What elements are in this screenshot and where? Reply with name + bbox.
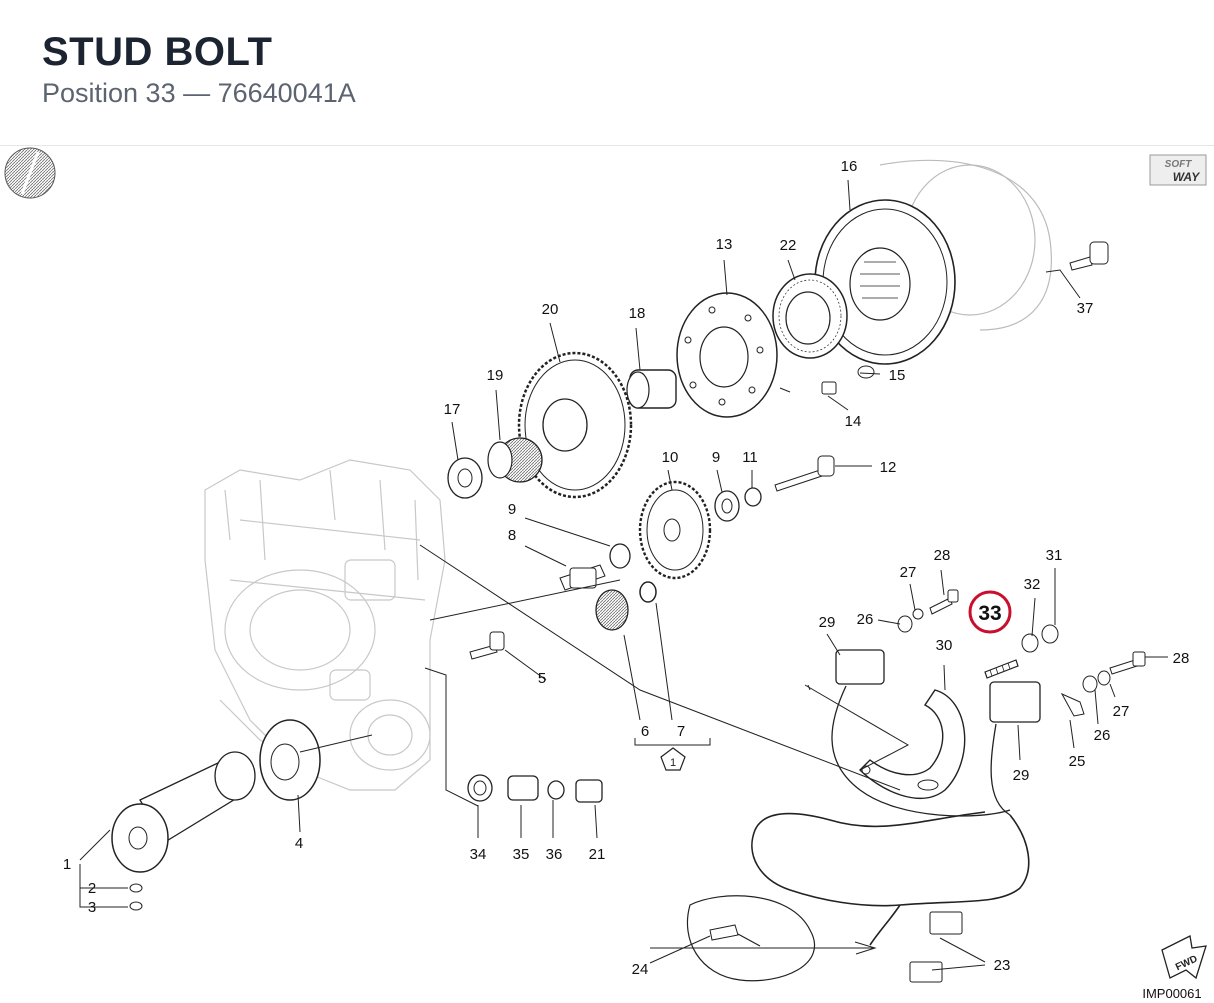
callout-28a: 28 <box>934 547 951 564</box>
callout-3: 3 <box>88 899 96 916</box>
callout-8: 8 <box>508 527 516 544</box>
callout-26b: 26 <box>1094 727 1111 744</box>
callout-27b: 27 <box>1113 703 1130 720</box>
page-header: STUD BOLT Position 33 — 76640041A <box>0 0 1214 146</box>
bolt-37 <box>1069 241 1109 271</box>
drawing-code: IMP00061 <box>1142 986 1201 1001</box>
plug-group <box>467 774 603 803</box>
callout-36: 36 <box>546 846 563 863</box>
leader-lines <box>79 179 1168 971</box>
flywheel <box>814 159 1052 365</box>
callout-30: 30 <box>936 637 953 654</box>
fwd-arrow-icon: FWD <box>1161 935 1207 980</box>
callout-23: 23 <box>994 957 1011 974</box>
callout-18: 18 <box>629 305 646 322</box>
bushing-18 <box>626 369 677 409</box>
callout-11: 11 <box>742 449 758 466</box>
callout-25: 25 <box>1069 753 1086 770</box>
part-subtitle: Position 33 — 76640041A <box>42 78 356 108</box>
callout-labels: 16 13 22 37 20 18 15 19 17 14 10 9 11 12… <box>63 158 1202 1001</box>
needle-bearing-19 <box>487 437 543 483</box>
callout-15: 15 <box>889 367 906 384</box>
callout-5: 5 <box>538 670 546 687</box>
callout-9a: 9 <box>712 449 720 466</box>
starter-clutch-22 <box>772 273 848 359</box>
washer-17 <box>447 457 483 499</box>
callout-6: 6 <box>641 723 649 740</box>
pickup-bracket-30 <box>859 689 966 799</box>
callout-1: 1 <box>63 856 71 873</box>
small-parts-14-15 <box>821 365 875 395</box>
callout-34: 34 <box>470 846 487 863</box>
callout-31: 31 <box>1046 547 1063 564</box>
starter-motor <box>111 719 321 911</box>
assembly-marker-label: 1 <box>670 757 676 769</box>
callout-27a: 27 <box>900 564 917 581</box>
callout-29a: 29 <box>819 614 836 631</box>
softway-logo-line1: SOFT <box>1165 159 1193 170</box>
callout-2: 2 <box>88 880 96 897</box>
pickup-sensors-29 <box>831 649 1041 817</box>
connectors-23-24 <box>686 895 963 983</box>
engine-case-ghost <box>204 459 446 791</box>
flange-plate-13 <box>676 292 778 418</box>
stud-bolt-33 <box>984 659 1019 679</box>
callout-14: 14 <box>845 413 862 430</box>
callout-10: 10 <box>662 449 679 466</box>
callout-19: 19 <box>487 367 504 384</box>
callout-28b: 28 <box>1173 650 1190 667</box>
callout-26a: 26 <box>857 611 874 628</box>
callout-9b: 9 <box>508 501 516 518</box>
callout-35: 35 <box>513 846 530 863</box>
callout-17: 17 <box>444 401 461 418</box>
softway-logo-line2: WAY <box>1173 170 1200 184</box>
part-title: STUD BOLT <box>42 30 273 74</box>
callout-20: 20 <box>542 301 559 318</box>
callout-12: 12 <box>880 459 897 476</box>
exploded-parts-diagram: SOFT WAY FWD 1 16 13 22 37 20 18 15 19 1… <box>4 147 1207 1001</box>
callout-22: 22 <box>780 237 797 254</box>
gear-20 <box>517 351 633 499</box>
section-badge-icon <box>4 147 56 199</box>
callout-4: 4 <box>295 835 303 852</box>
softway-logo: SOFT WAY <box>1149 154 1207 186</box>
callout-32: 32 <box>1024 576 1041 593</box>
callout-16: 16 <box>841 158 858 175</box>
callout-7: 7 <box>677 723 685 740</box>
callout-13: 13 <box>716 236 733 253</box>
gear-10-group <box>609 455 835 603</box>
highlight-ring <box>968 590 1012 634</box>
callout-37: 37 <box>1077 300 1094 317</box>
callout-29b: 29 <box>1013 767 1030 784</box>
callout-21: 21 <box>589 846 606 863</box>
wiring-harness <box>751 811 1030 946</box>
callout-33: 33 <box>978 602 1001 625</box>
shaft-8-group <box>469 564 629 660</box>
assembly-marker: 1 <box>660 747 686 771</box>
callout-24: 24 <box>632 961 649 978</box>
small-fasteners-25-28 <box>897 589 1146 717</box>
